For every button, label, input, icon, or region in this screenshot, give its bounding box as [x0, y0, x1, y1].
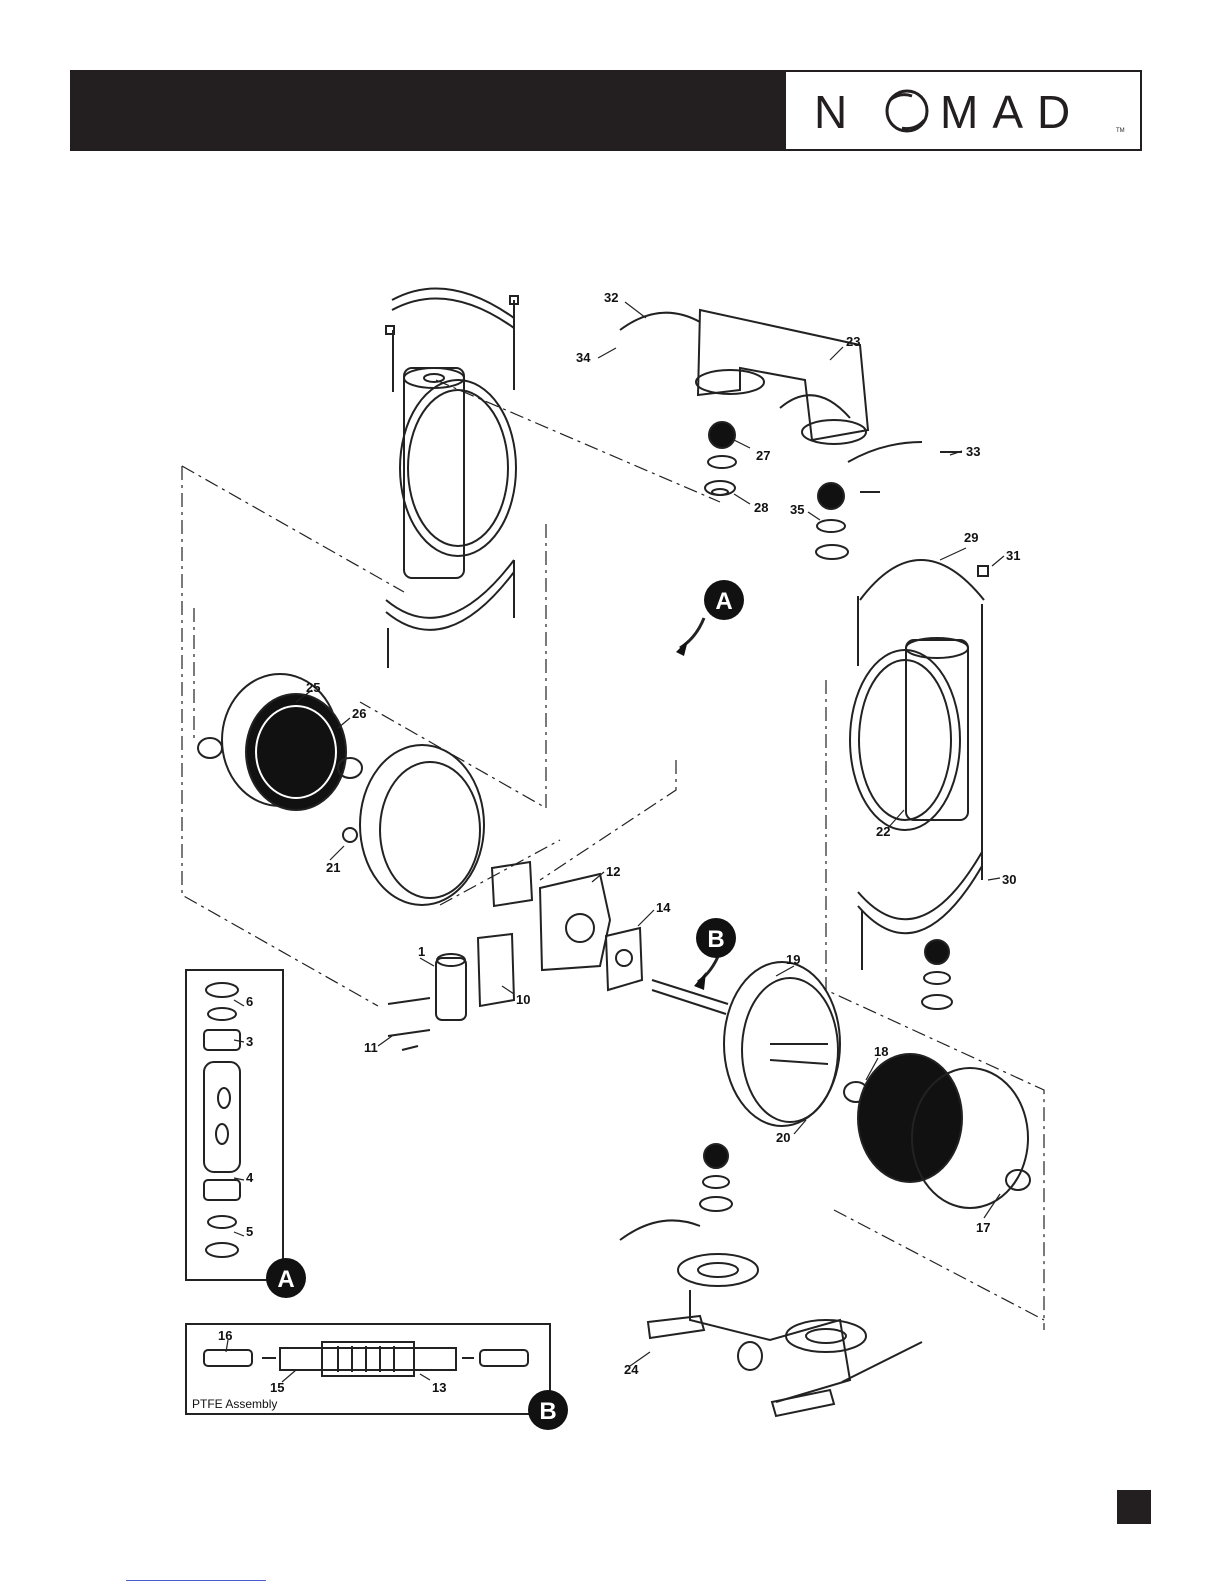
callout-31: 31 — [1006, 548, 1020, 563]
svg-text:A: A — [715, 588, 732, 615]
callout-20: 20 — [776, 1130, 790, 1145]
inset-b-caption: PTFE Assembly — [192, 1397, 277, 1411]
callout-11: 11 — [364, 1040, 378, 1055]
pointer-arrow-a — [680, 618, 704, 648]
assembly-guide-lines — [182, 380, 1044, 1330]
callout-17: 17 — [976, 1220, 990, 1235]
left-diaphragm-assembly — [198, 674, 484, 905]
callout-21: 21 — [326, 860, 340, 875]
callout-19: 19 — [786, 952, 800, 967]
badge-a-top: A — [704, 580, 744, 620]
callout-12: 12 — [606, 864, 620, 879]
callout-29: 29 — [964, 530, 978, 545]
badge-a-inset: A — [266, 1258, 306, 1298]
callout-18: 18 — [874, 1044, 888, 1059]
callout-16: 16 — [218, 1328, 232, 1343]
callout-14: 14 — [656, 900, 671, 915]
left-fluid-chamber — [386, 288, 518, 668]
callout-32: 32 — [604, 290, 618, 305]
callout-23: 23 — [846, 334, 860, 349]
callout-27: 27 — [756, 448, 770, 463]
callout-10: 10 — [516, 992, 530, 1007]
top-check-valves — [705, 422, 848, 559]
callout-15: 15 — [270, 1380, 284, 1395]
page-number-badge — [1117, 1490, 1151, 1524]
callout-24: 24 — [624, 1362, 639, 1377]
callout-28: 28 — [754, 500, 768, 515]
right-fluid-chamber — [850, 560, 988, 970]
center-section — [388, 862, 642, 1050]
callout-25: 25 — [306, 680, 320, 695]
callout-30: 30 — [1002, 872, 1016, 887]
badge-b-top: B — [696, 918, 736, 958]
inlet-manifold — [620, 1220, 922, 1416]
callout-4: 4 — [246, 1170, 254, 1185]
callout-6: 6 — [246, 994, 253, 1009]
shaft-b — [652, 980, 728, 1014]
callout-1: 1 — [418, 944, 425, 959]
discharge-manifold — [620, 310, 962, 492]
badge-b-inset: B — [528, 1390, 568, 1430]
callout-13: 13 — [432, 1380, 446, 1395]
inset-a-valve-assembly — [186, 970, 283, 1280]
svg-text:B: B — [539, 1398, 556, 1425]
footer-link-underline — [126, 1580, 266, 1581]
callout-22: 22 — [876, 824, 890, 839]
svg-text:B: B — [707, 926, 724, 953]
callout-34: 34 — [576, 350, 591, 365]
svg-text:A: A — [277, 1266, 294, 1293]
callout-5: 5 — [246, 1224, 253, 1239]
callout-26: 26 — [352, 706, 366, 721]
callout-35: 35 — [790, 502, 804, 517]
callout-3: 3 — [246, 1034, 253, 1049]
callout-33: 33 — [966, 444, 980, 459]
callout-labels: 32 34 23 27 28 33 35 29 31 30 22 25 26 2… — [218, 290, 1020, 1395]
callout-leaders — [226, 302, 1004, 1382]
right-diaphragm-assembly — [724, 962, 1030, 1208]
